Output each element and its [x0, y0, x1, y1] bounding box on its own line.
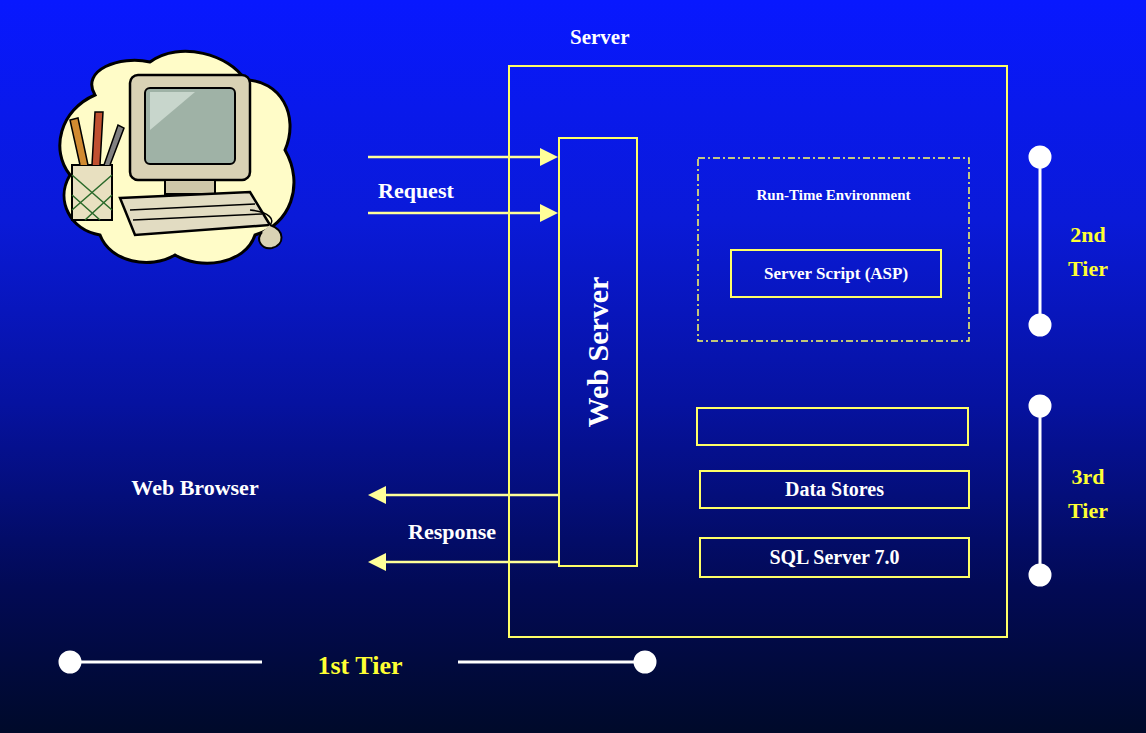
runtime-environment: Run-Time EnvironmentServer Script (ASP): [697, 157, 970, 342]
edge-label: Request: [378, 178, 454, 204]
node-label: SQL Server 7.0: [769, 546, 899, 569]
node-label: Server: [570, 25, 629, 50]
computer-icon: [60, 51, 294, 263]
request-response-arrow: [368, 148, 558, 166]
data-store-box: Data Stores: [699, 470, 970, 509]
node-label: Run-Time Environment: [697, 187, 970, 204]
request-response-arrow: [368, 486, 558, 504]
edge-label: Response: [408, 519, 496, 545]
node-label: Web Browser: [95, 475, 295, 501]
database-box: SQL Server 7.0: [699, 537, 970, 578]
empty-box: [697, 408, 968, 445]
node-label: Data Stores: [785, 478, 884, 501]
web-server-box: Web Server: [558, 137, 638, 567]
tier-brackets: [60, 147, 1050, 672]
request-response-arrow: [368, 553, 558, 571]
request-response-arrow: [368, 204, 558, 222]
server-box: ServerWeb ServerRun-Time EnvironmentServ…: [508, 65, 1008, 638]
node-label: Server Script (ASP): [764, 264, 908, 284]
tier-label: 1st Tier: [262, 646, 458, 686]
tier-label: 3rd Tier: [1060, 460, 1116, 528]
browser-figure: Web Browser: [40, 55, 368, 615]
tier-label: 2nd Tier: [1060, 218, 1116, 286]
node-label: Web Server: [581, 277, 615, 428]
script-box: Server Script (ASP): [730, 249, 942, 298]
